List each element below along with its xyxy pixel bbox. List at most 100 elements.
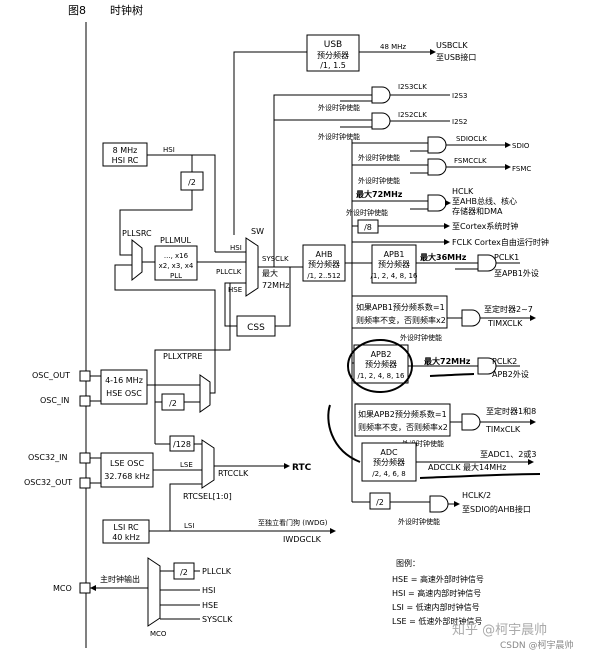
lsi-label: LSI bbox=[184, 522, 194, 530]
sdio-label: SDIO bbox=[512, 142, 530, 150]
div2-mco-label: /2 bbox=[180, 568, 188, 577]
pll-block: ..., x16 x2, x3, x4 PLL bbox=[154, 245, 198, 281]
svg-text:/1, 2..512: /1, 2..512 bbox=[307, 272, 341, 280]
div2-hsi-label: /2 bbox=[188, 178, 196, 187]
mco-mux bbox=[147, 557, 161, 627]
adc-prescaler-block: ADC 预分频器 /2, 4, 6, 8 bbox=[361, 442, 417, 482]
svg-text:/2, 4, 6, 8: /2, 4, 6, 8 bbox=[372, 470, 406, 478]
lsi-rc-block: LSI RC 40 kHz bbox=[102, 519, 150, 544]
max72mhz-label: 最大72MHz bbox=[356, 189, 403, 199]
sdio-ahb-label: 至SDIO的AHB接口 bbox=[462, 504, 531, 514]
apb2-prescaler-block: APB2 预分频器 /1, 2, 4, 8, 16 bbox=[353, 344, 409, 384]
max36-label: 最大36MHz bbox=[420, 252, 467, 262]
per-en-fsmc: 外设时钟使能 bbox=[358, 176, 400, 185]
usb-to-label: 至USB接口 bbox=[436, 52, 476, 62]
per-en-i2s3: 外设时钟使能 bbox=[318, 103, 360, 112]
hclk-label: HCLK bbox=[452, 187, 474, 196]
per-en-i2s2: 外设时钟使能 bbox=[318, 132, 360, 141]
rtcsel-mux bbox=[201, 439, 215, 489]
adc-to-label: 至ADC1、2或3 bbox=[480, 449, 537, 459]
pclk1-gate bbox=[477, 254, 497, 272]
figure-title: 时钟树 bbox=[110, 3, 143, 17]
per-en-tim18: 外设时钟使能 bbox=[402, 439, 444, 448]
hse-osc-block: 4-16 MHz HSE OSC bbox=[100, 369, 148, 405]
svg-text:/1, 1.5: /1, 1.5 bbox=[320, 61, 346, 70]
legend-item: HSE = 高速外部时钟信号 bbox=[392, 574, 484, 584]
fsmc-gate bbox=[427, 158, 447, 176]
pllsrc-label: PLLSRC bbox=[122, 229, 152, 238]
mco-pin-label: MCO bbox=[53, 584, 72, 593]
sysclk-label: SYSCLK bbox=[262, 255, 289, 263]
timxclk-label: TIMXCLK bbox=[487, 319, 523, 328]
rtcclk-label: RTCCLK bbox=[218, 469, 249, 478]
hand-stroke-adc bbox=[327, 404, 361, 463]
pclk1-to-label: 至APB1外设 bbox=[494, 268, 539, 278]
timxclk1-gate bbox=[461, 309, 481, 327]
i2s3clk-label: I2S3CLK bbox=[398, 83, 427, 91]
sdio-ahb-gate bbox=[429, 495, 449, 513]
osc-in-label: OSC_IN bbox=[40, 396, 69, 405]
i2s2clk-label: I2S2CLK bbox=[398, 111, 427, 119]
svg-text:ADC: ADC bbox=[380, 448, 398, 457]
svg-text:HSI RC: HSI RC bbox=[112, 156, 139, 165]
pllxtpre-label: PLLXTPRE bbox=[163, 352, 202, 361]
fsmc-label: FSMC bbox=[512, 165, 531, 173]
tim18-label: 至定时器1和8 bbox=[486, 406, 536, 416]
legend-item: LSI = 低速内部时钟信号 bbox=[392, 602, 480, 612]
osc-in-pin bbox=[79, 395, 91, 407]
per-en-hclk: 外设时钟使能 bbox=[346, 208, 388, 217]
svg-text:LSI RC: LSI RC bbox=[113, 523, 139, 532]
pllsrc-mux bbox=[131, 238, 143, 282]
div2-hse-label: /2 bbox=[169, 399, 177, 408]
cortex-label: 至Cortex系统时钟 bbox=[452, 221, 518, 231]
hclk2-label: HCLK/2 bbox=[462, 491, 491, 500]
iwdg-note-label: 至独立看门狗 (IWDG) bbox=[258, 518, 328, 527]
usb-48mhz-label: 48 MHz bbox=[380, 43, 406, 51]
svg-text:4-16 MHz: 4-16 MHz bbox=[105, 376, 143, 385]
mco-sel-label: MCO bbox=[150, 630, 167, 638]
max72-label: 72MHz bbox=[262, 281, 289, 290]
svg-text:32.768 kHz: 32.768 kHz bbox=[104, 472, 149, 481]
legend-title: 图例： bbox=[396, 558, 420, 568]
mco-label: 主时钟输出 bbox=[100, 574, 140, 584]
svg-text:/1, 2, 4, 8, 16: /1, 2, 4, 8, 16 bbox=[371, 272, 418, 280]
fsmcclk-label: FSMCCLK bbox=[454, 157, 487, 165]
max-label: 最大 bbox=[262, 268, 278, 278]
svg-text:USB: USB bbox=[324, 40, 342, 50]
osc32-in-pin bbox=[79, 452, 91, 464]
div2-sdio-label: /2 bbox=[376, 498, 384, 507]
svg-text:LSE OSC: LSE OSC bbox=[110, 459, 145, 468]
svg-text:APB2: APB2 bbox=[371, 350, 392, 359]
timxclk2-label: TIMxCLK bbox=[485, 425, 521, 434]
div8-label: /8 bbox=[364, 223, 372, 232]
lse-osc-block: LSE OSC 32.768 kHz bbox=[100, 452, 154, 488]
usb-prescaler-block: USB 预分频器 /1, 1.5 bbox=[306, 34, 360, 72]
osc32-in-label: OSC32_IN bbox=[28, 453, 68, 462]
mco-hse-label: HSE bbox=[202, 601, 218, 610]
css-label: CSS bbox=[247, 323, 265, 333]
adcclk-label: ADCCLK 最大14MHz bbox=[428, 462, 506, 472]
svg-text:预分频器: 预分频器 bbox=[308, 259, 340, 269]
hsi-rc-block: 8 MHz HSI RC bbox=[102, 142, 148, 167]
pclk1-label: PCLK1 bbox=[494, 253, 519, 262]
sw-mux bbox=[245, 237, 259, 297]
hclk-to1-label: 至AHB总线、核心 bbox=[452, 196, 517, 206]
svg-text:40 kHz: 40 kHz bbox=[112, 533, 140, 542]
timxclk2-gate bbox=[461, 413, 481, 431]
watermark: 知乎 @柯宇晨帅 bbox=[452, 622, 547, 638]
sdio-gate bbox=[427, 136, 447, 154]
fclk-label: FCLK Cortex自由运行时钟 bbox=[452, 237, 549, 247]
i2s3-label: I2S3 bbox=[452, 92, 467, 100]
i2s3-gate bbox=[371, 86, 391, 104]
mco-pllclk-label: PLLCLK bbox=[202, 567, 232, 576]
svg-text:预分频器: 预分频器 bbox=[317, 50, 349, 60]
note2b-label: 则频率不变，否则频率x2 bbox=[358, 422, 448, 432]
svg-text:APB1: APB1 bbox=[384, 250, 405, 259]
note1a-label: 如果APB1预分频系数=1 bbox=[356, 302, 445, 312]
svg-text:/1, 2, 4, 8, 16: /1, 2, 4, 8, 16 bbox=[358, 372, 405, 380]
svg-text:x2, x3, x4: x2, x3, x4 bbox=[159, 262, 194, 270]
hsi-sw-label: HSI bbox=[230, 244, 242, 252]
pllxtpre-mux bbox=[199, 374, 211, 413]
pllclk-label: PLLCLK bbox=[216, 268, 242, 276]
svg-text:HSE OSC: HSE OSC bbox=[106, 389, 142, 398]
